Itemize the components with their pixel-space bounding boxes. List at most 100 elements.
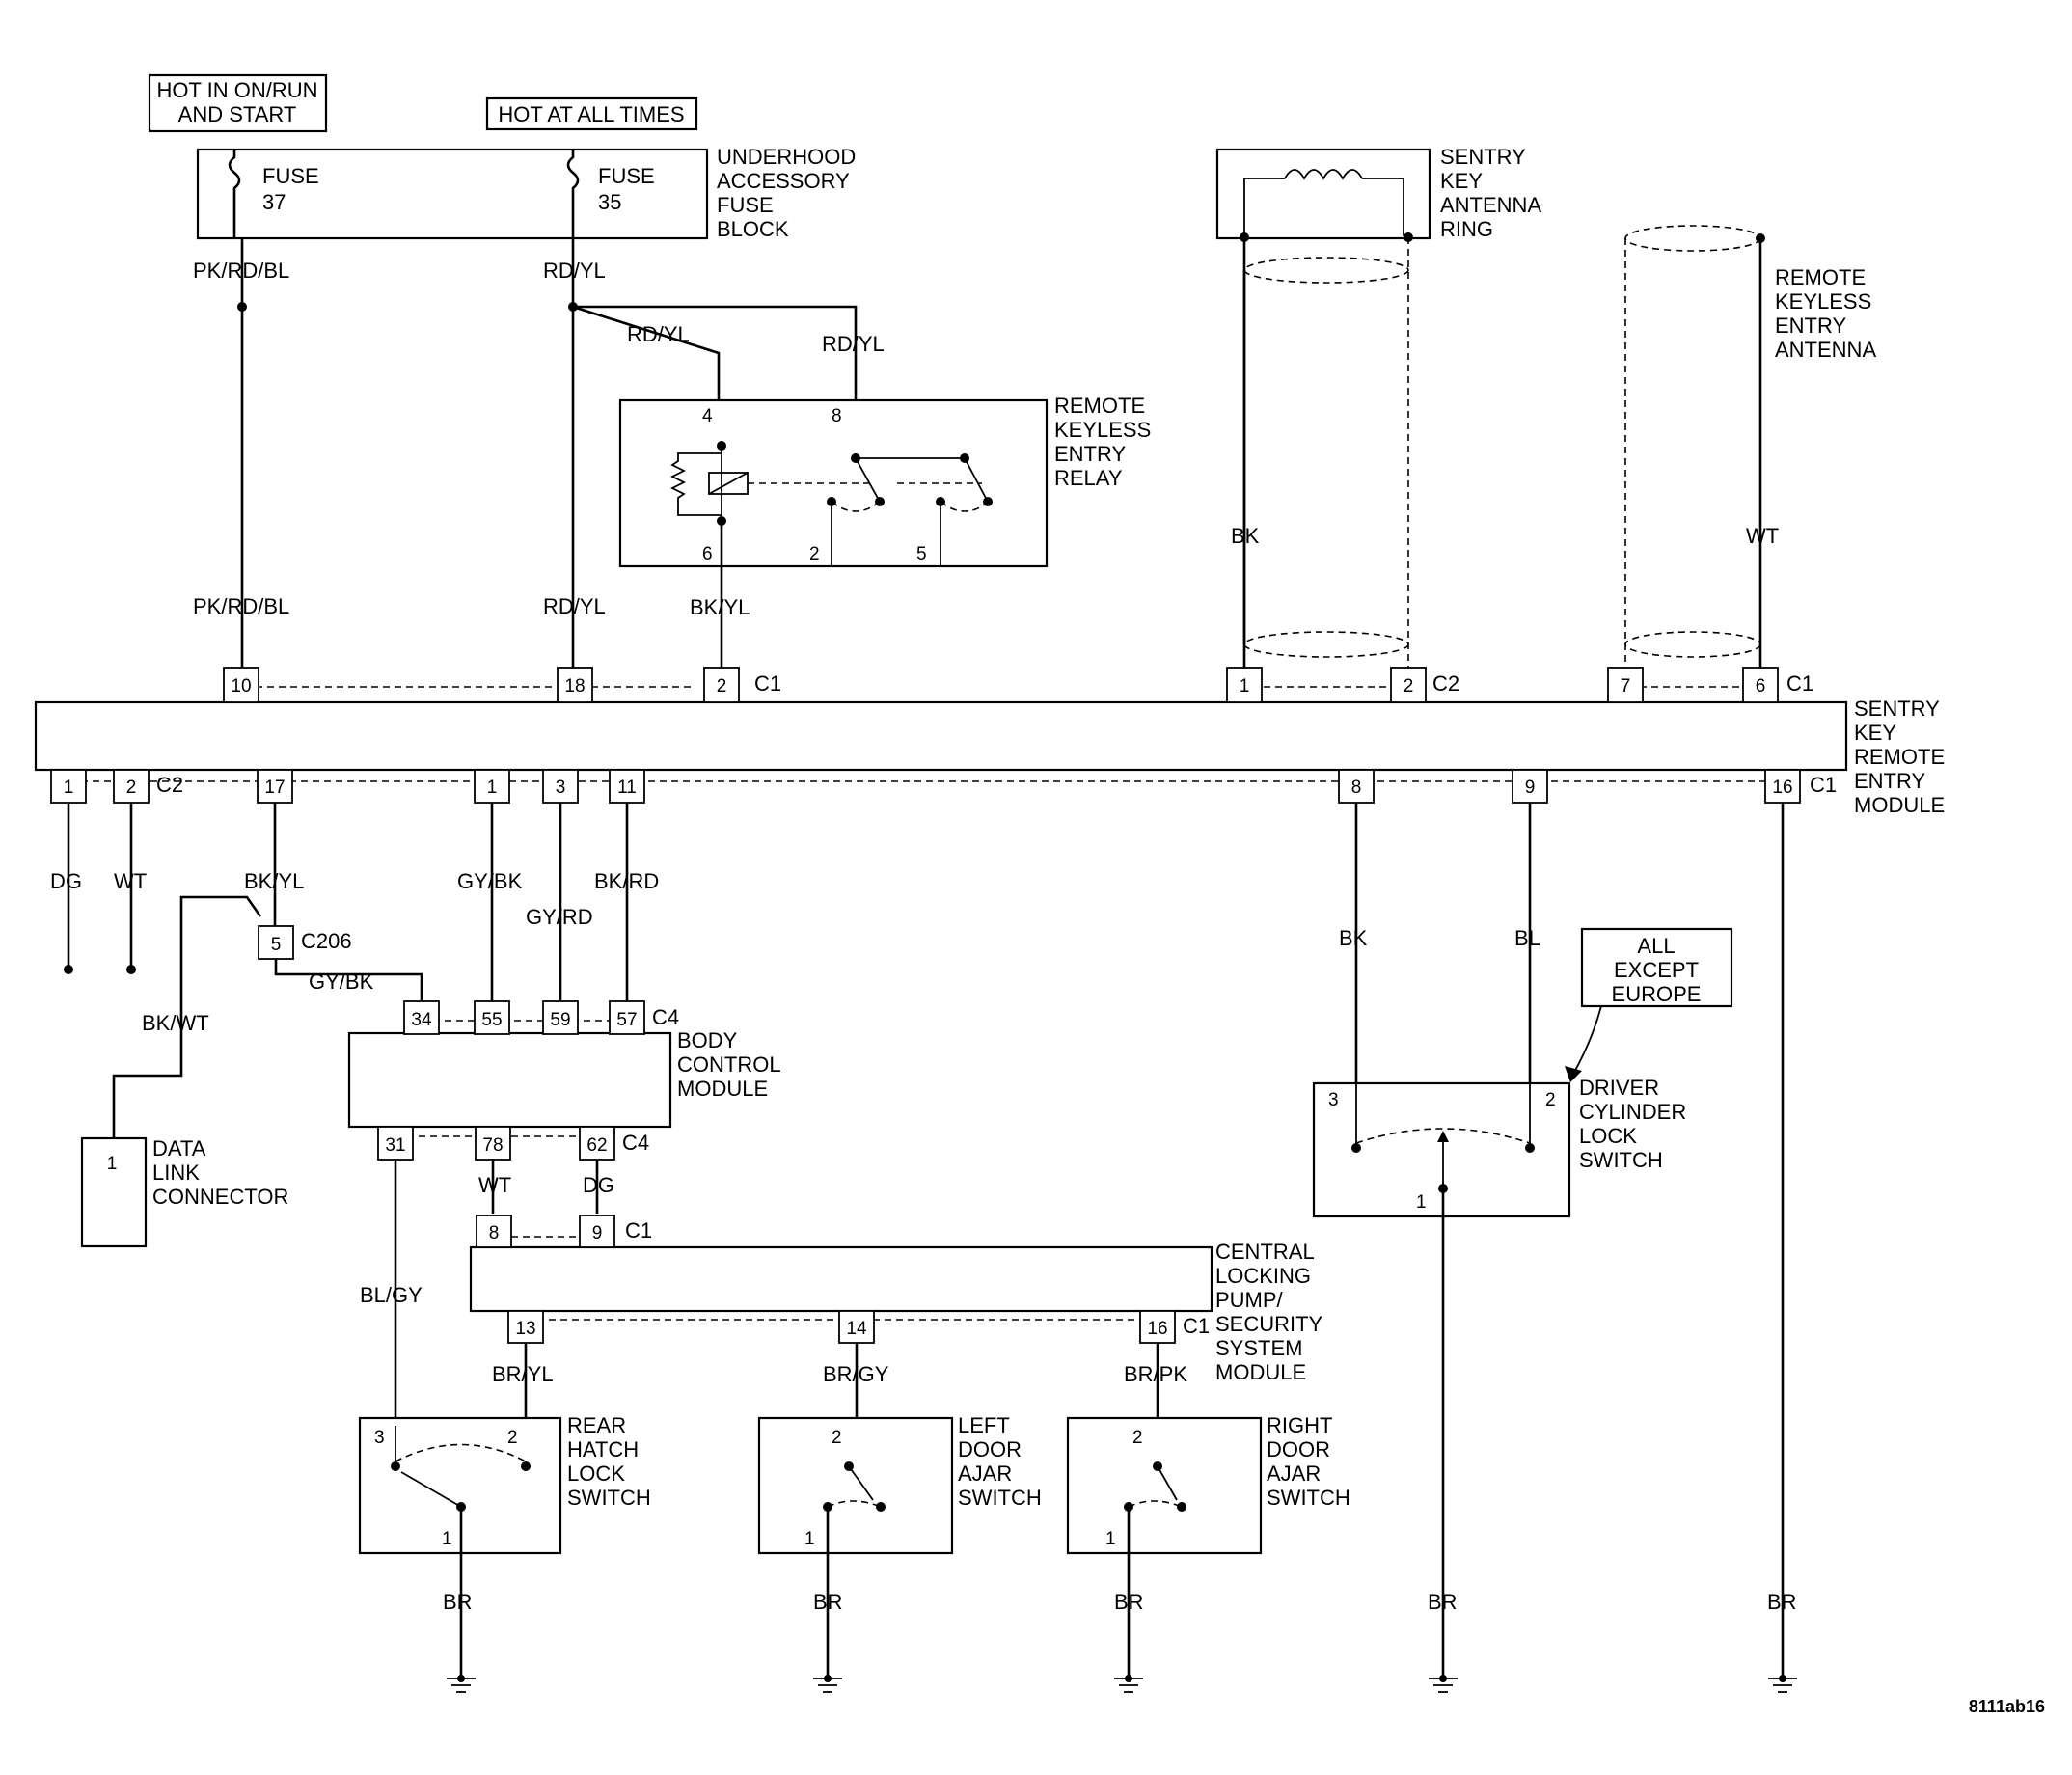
bcm-c4-top: C4: [652, 1005, 679, 1029]
skrem-pin-1-bcm: 1: [487, 778, 498, 798]
skrem-line5: MODULE: [1854, 793, 1945, 817]
skrem-name: SENTRY KEY REMOTE ENTRY MODULE: [1854, 696, 1945, 817]
wire-label-pk-rd-bl-top: PK/RD/BL: [193, 259, 289, 283]
hatch-switch-arm-icon: [400, 1471, 462, 1508]
relay-pin-8: 8: [832, 406, 842, 426]
fuse-37-icon: [228, 150, 241, 238]
bcm-pin-62: 62: [586, 1135, 607, 1156]
wire-label-br-skrem: BR: [1767, 1590, 1797, 1614]
dlc-line3: CONNECTOR: [152, 1185, 288, 1209]
relay-line1: REMOTE: [1054, 394, 1145, 418]
all-except-line3: EUROPE: [1612, 982, 1702, 1006]
rke-antenna: WT: [1624, 225, 1779, 685]
bcm-pin-55: 55: [481, 1010, 502, 1030]
wire-label-dg-bcm: DG: [583, 1173, 614, 1197]
rke-antenna-line1: REMOTE: [1775, 265, 1866, 289]
fuse35-number: 35: [598, 190, 621, 214]
fuse35-label: FUSE: [598, 164, 655, 188]
wire-br-skrem: BR: [1767, 803, 1797, 1679]
driver-pin-1: 1: [1416, 1192, 1427, 1213]
clp-line4: SECURITY: [1215, 1312, 1323, 1336]
right-door-pin-2: 2: [1132, 1428, 1143, 1448]
bcm-line2: CONTROL: [677, 1052, 781, 1077]
right-door-name: RIGHT DOOR AJAR SWITCH: [1267, 1413, 1350, 1510]
wire-bk-rd: BK/RD: [594, 803, 659, 1003]
sentry-antenna-ring: BK: [1215, 148, 1431, 685]
left-door-line4: SWITCH: [958, 1486, 1042, 1510]
fuse-block: FUSE 37 FUSE 35: [196, 148, 709, 240]
driver-switch-line4: SWITCH: [1579, 1148, 1663, 1172]
clp-line1: CENTRAL: [1215, 1240, 1315, 1264]
wire-wt-bcm-clp: WT: [478, 1160, 511, 1214]
wire-label-gy-bk-c206: GY/BK: [309, 969, 374, 994]
wire-label-bk-driver: BK: [1339, 926, 1368, 950]
skrem-pin-1-c2: 1: [1240, 676, 1250, 696]
ground-driver-icon: [1429, 1675, 1458, 1693]
relay-line3: ENTRY: [1054, 442, 1126, 466]
rke-antenna-line2: KEYLESS: [1775, 289, 1871, 314]
wire-label-pk-rd-bl-bottom: PK/RD/BL: [193, 594, 289, 618]
wire-label-rd-yl-top: RD/YL: [543, 259, 606, 283]
hatch-line1: REAR: [567, 1413, 626, 1437]
clp-c1-bottom: C1: [1183, 1314, 1210, 1338]
relay-resistor-icon: [669, 452, 722, 516]
wire-label-gy-rd: GY/RD: [526, 905, 593, 929]
skrem-pin-16: 16: [1772, 778, 1792, 798]
clp-name: CENTRAL LOCKING PUMP/ SECURITY SYSTEM MO…: [1215, 1240, 1323, 1384]
bcm-line1: BODY: [677, 1028, 738, 1052]
body-control-module: 34 55 59 57 C4 31 78 62 C4: [347, 1000, 679, 1161]
skrem-module: 10 18 2 C1 1 2 C2 7 6 C1 1 2 C2 17 1 3 1…: [34, 667, 1848, 804]
relay-pin-5: 5: [916, 544, 927, 564]
skrem-c1-bottom: C1: [1810, 773, 1837, 797]
data-link-connector: 1 DATA LINK CONNECTOR: [80, 1136, 288, 1248]
left-door-line3: AJAR: [958, 1461, 1012, 1486]
clp-pin-14: 14: [846, 1319, 867, 1339]
left-door-line1: LEFT: [958, 1413, 1010, 1437]
right-door-line3: AJAR: [1267, 1461, 1321, 1486]
relay-pin-6: 6: [702, 544, 713, 564]
fuse-block-line4: BLOCK: [717, 217, 789, 241]
clp-pin-13: 13: [515, 1319, 535, 1339]
bcm-pin-34: 34: [411, 1010, 432, 1030]
right-door-switch-arm-icon: [1157, 1465, 1178, 1501]
fuse-35-icon: [566, 150, 580, 238]
wire-label-br-driver: BR: [1428, 1590, 1458, 1614]
wire-label-bk-antenna: BK: [1231, 524, 1260, 548]
relay-line2: KEYLESS: [1054, 418, 1151, 442]
skrem-c1-top: C1: [754, 671, 781, 696]
wire-label-rd-yl-relay8: RD/YL: [822, 332, 885, 356]
rke-antenna-name: REMOTE KEYLESS ENTRY ANTENNA: [1775, 265, 1876, 362]
driver-pin-2: 2: [1545, 1090, 1556, 1110]
driver-switch-name: DRIVER CYLINDER LOCK SWITCH: [1579, 1076, 1686, 1172]
skrem-pin-2-c1: 2: [717, 676, 727, 696]
c206-label: C206: [301, 929, 352, 953]
hot-all-label: HOT AT ALL TIMES: [498, 102, 684, 126]
rear-hatch-lock-switch: BR/YL 3 2 1 BR: [358, 1343, 562, 1679]
sentry-ring-name: SENTRY KEY ANTENNA RING: [1440, 145, 1541, 241]
antenna-coil-icon: [1284, 169, 1363, 180]
hatch-line4: SWITCH: [567, 1486, 651, 1510]
relay-pin-4: 4: [702, 406, 713, 426]
clp-line6: MODULE: [1215, 1360, 1306, 1384]
hatch-pin-2: 2: [507, 1428, 518, 1448]
driver-pin-3: 3: [1328, 1090, 1339, 1110]
driver-switch-line1: DRIVER: [1579, 1076, 1659, 1100]
sentry-ring-line4: RING: [1440, 217, 1493, 241]
ground-right-icon: [1114, 1675, 1143, 1693]
c206-pin-5: 5: [271, 935, 282, 955]
sentry-ring-line1: SENTRY: [1440, 145, 1526, 169]
figure-id: 8111ab16: [1969, 1697, 2045, 1716]
wire-label-dg: DG: [50, 869, 82, 893]
skrem-pin-10: 10: [231, 676, 251, 696]
dlc-pin-1: 1: [107, 1154, 118, 1174]
right-door-line2: DOOR: [1267, 1437, 1330, 1461]
hatch-pin-3: 3: [374, 1428, 385, 1448]
left-door-pin-1: 1: [804, 1529, 815, 1549]
fuse-block-line2: ACCESSORY: [717, 169, 850, 193]
sentry-ring-line3: ANTENNA: [1440, 193, 1541, 217]
wire-label-bk-rd: BK/RD: [594, 869, 659, 893]
skrem-pin-8: 8: [1351, 778, 1362, 798]
hot-run-line1: HOT IN ON/RUN: [156, 78, 317, 102]
ground-skrem-icon: [1768, 1675, 1797, 1693]
bcm-pin-31: 31: [385, 1135, 405, 1156]
